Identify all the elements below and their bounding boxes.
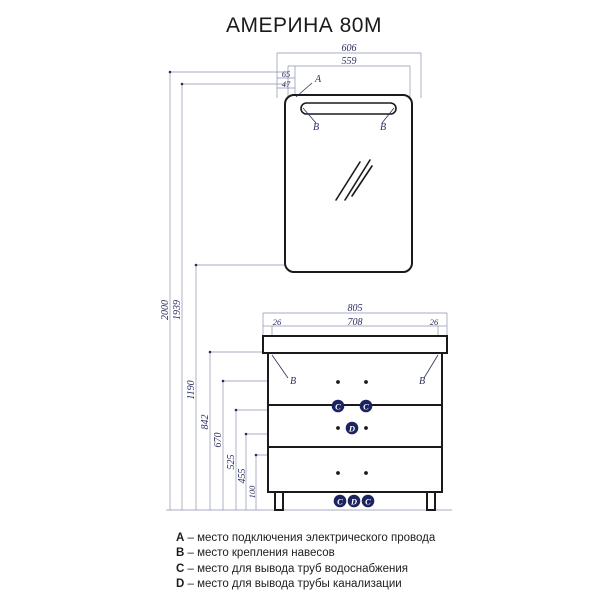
mirror-marker-leaders xyxy=(295,82,395,124)
dim-455: 455 xyxy=(237,469,248,484)
marker-base-d-label: D xyxy=(350,496,357,506)
marker-c-right-circle xyxy=(359,399,373,413)
vanity-marker-labels: B B xyxy=(290,376,425,387)
legend-item-a: A – место подключения электрического про… xyxy=(176,531,476,546)
dim-670: 670 xyxy=(213,433,224,448)
mirror-top-dimension-lines xyxy=(276,52,422,98)
legend-item-b: B – место крепления навесов xyxy=(176,546,476,561)
legend-dash-b: – xyxy=(187,547,194,560)
legend-key-b: B xyxy=(176,547,185,560)
vanity-top-dimension-labels: 805 708 26 26 xyxy=(273,303,439,328)
marker-a-mirror: A xyxy=(314,74,322,85)
legend-key-c: C xyxy=(176,562,185,575)
marker-c-right-label: C xyxy=(363,401,369,411)
mirror-top-dimension-labels: 606 559 65 47 xyxy=(282,43,357,89)
mirror-panel xyxy=(284,94,413,273)
handle-dot xyxy=(364,426,368,430)
dim-842: 842 xyxy=(200,415,211,430)
dimension-arrowheads xyxy=(168,70,258,457)
marker-c-left-label: C xyxy=(335,401,341,411)
marker-b-vanity-left: B xyxy=(290,376,296,387)
legend-key-d: D xyxy=(176,578,185,591)
legend-dash-d: – xyxy=(187,578,194,591)
legend: A – место подключения электрического про… xyxy=(176,531,476,593)
legend-item-c: C – место для вывода труб водоснабжения xyxy=(176,562,476,577)
marker-base-d-circle xyxy=(347,494,361,508)
marker-base-c-right-label: C xyxy=(365,496,371,506)
legend-text-b: место крепления навесов xyxy=(197,547,335,560)
vertical-dimension-labels: 2000 1939 1190 842 670 525 455 100 xyxy=(160,300,257,498)
marker-b-mirror-left: B xyxy=(313,122,319,133)
marker-d-label: D xyxy=(348,423,355,433)
page-title: АМЕРИНА 80М xyxy=(226,14,382,37)
base-supply-markers: C D C xyxy=(333,494,375,508)
marker-base-c-right-circle xyxy=(361,494,375,508)
marker-b-mirror-right: B xyxy=(380,122,386,133)
cabinet-leg-right xyxy=(426,491,436,511)
supply-markers: C C D xyxy=(331,399,373,435)
dim-2000: 2000 xyxy=(160,300,171,320)
dim-1939: 1939 xyxy=(172,300,183,320)
dim-708: 708 xyxy=(348,317,363,328)
legend-text-c: место для вывода труб водоснабжения xyxy=(197,562,409,575)
legend-text-d: место для вывода трубы канализации xyxy=(197,578,402,591)
marker-base-c-left-label: C xyxy=(337,496,343,506)
mirror-reflection-lines xyxy=(335,159,373,201)
legend-text-a: место подключения электрического провода xyxy=(197,532,436,544)
dim-805: 805 xyxy=(348,303,363,314)
legend-dash-a: – xyxy=(187,532,194,544)
dim-1190: 1190 xyxy=(186,380,197,399)
handle-dot xyxy=(336,380,340,384)
vanity-marker-leaders xyxy=(271,354,439,379)
handle-dot xyxy=(336,426,340,430)
witness-lines xyxy=(166,71,452,511)
dim-65: 65 xyxy=(282,69,291,79)
washbasin-countertop xyxy=(262,335,448,354)
marker-base-c-left-circle xyxy=(333,494,347,508)
mirror-marker-labels: A B B xyxy=(313,74,386,133)
legend-key-a: A xyxy=(176,532,185,544)
mirror-cabinet-body xyxy=(284,94,413,273)
dim-606: 606 xyxy=(342,43,357,54)
dim-26-left: 26 xyxy=(273,317,282,327)
mirror-light-bar xyxy=(300,102,397,115)
marker-d-circle xyxy=(345,421,359,435)
cabinet-leg-left xyxy=(274,491,284,511)
marker-c-left-circle xyxy=(331,399,345,413)
handle-dot xyxy=(364,471,368,475)
vanity-top-dimension-lines xyxy=(262,312,448,340)
legend-dash-c: – xyxy=(187,562,194,575)
dim-559: 559 xyxy=(342,56,357,67)
dim-26-right: 26 xyxy=(430,317,439,327)
dim-47: 47 xyxy=(282,79,291,89)
dim-100: 100 xyxy=(247,485,257,499)
legend-item-d: D – место для вывода трубы канализации xyxy=(176,577,476,592)
dim-525: 525 xyxy=(226,455,237,470)
marker-b-vanity-right: B xyxy=(419,376,425,387)
handle-dot xyxy=(336,471,340,475)
handle-dot xyxy=(364,380,368,384)
